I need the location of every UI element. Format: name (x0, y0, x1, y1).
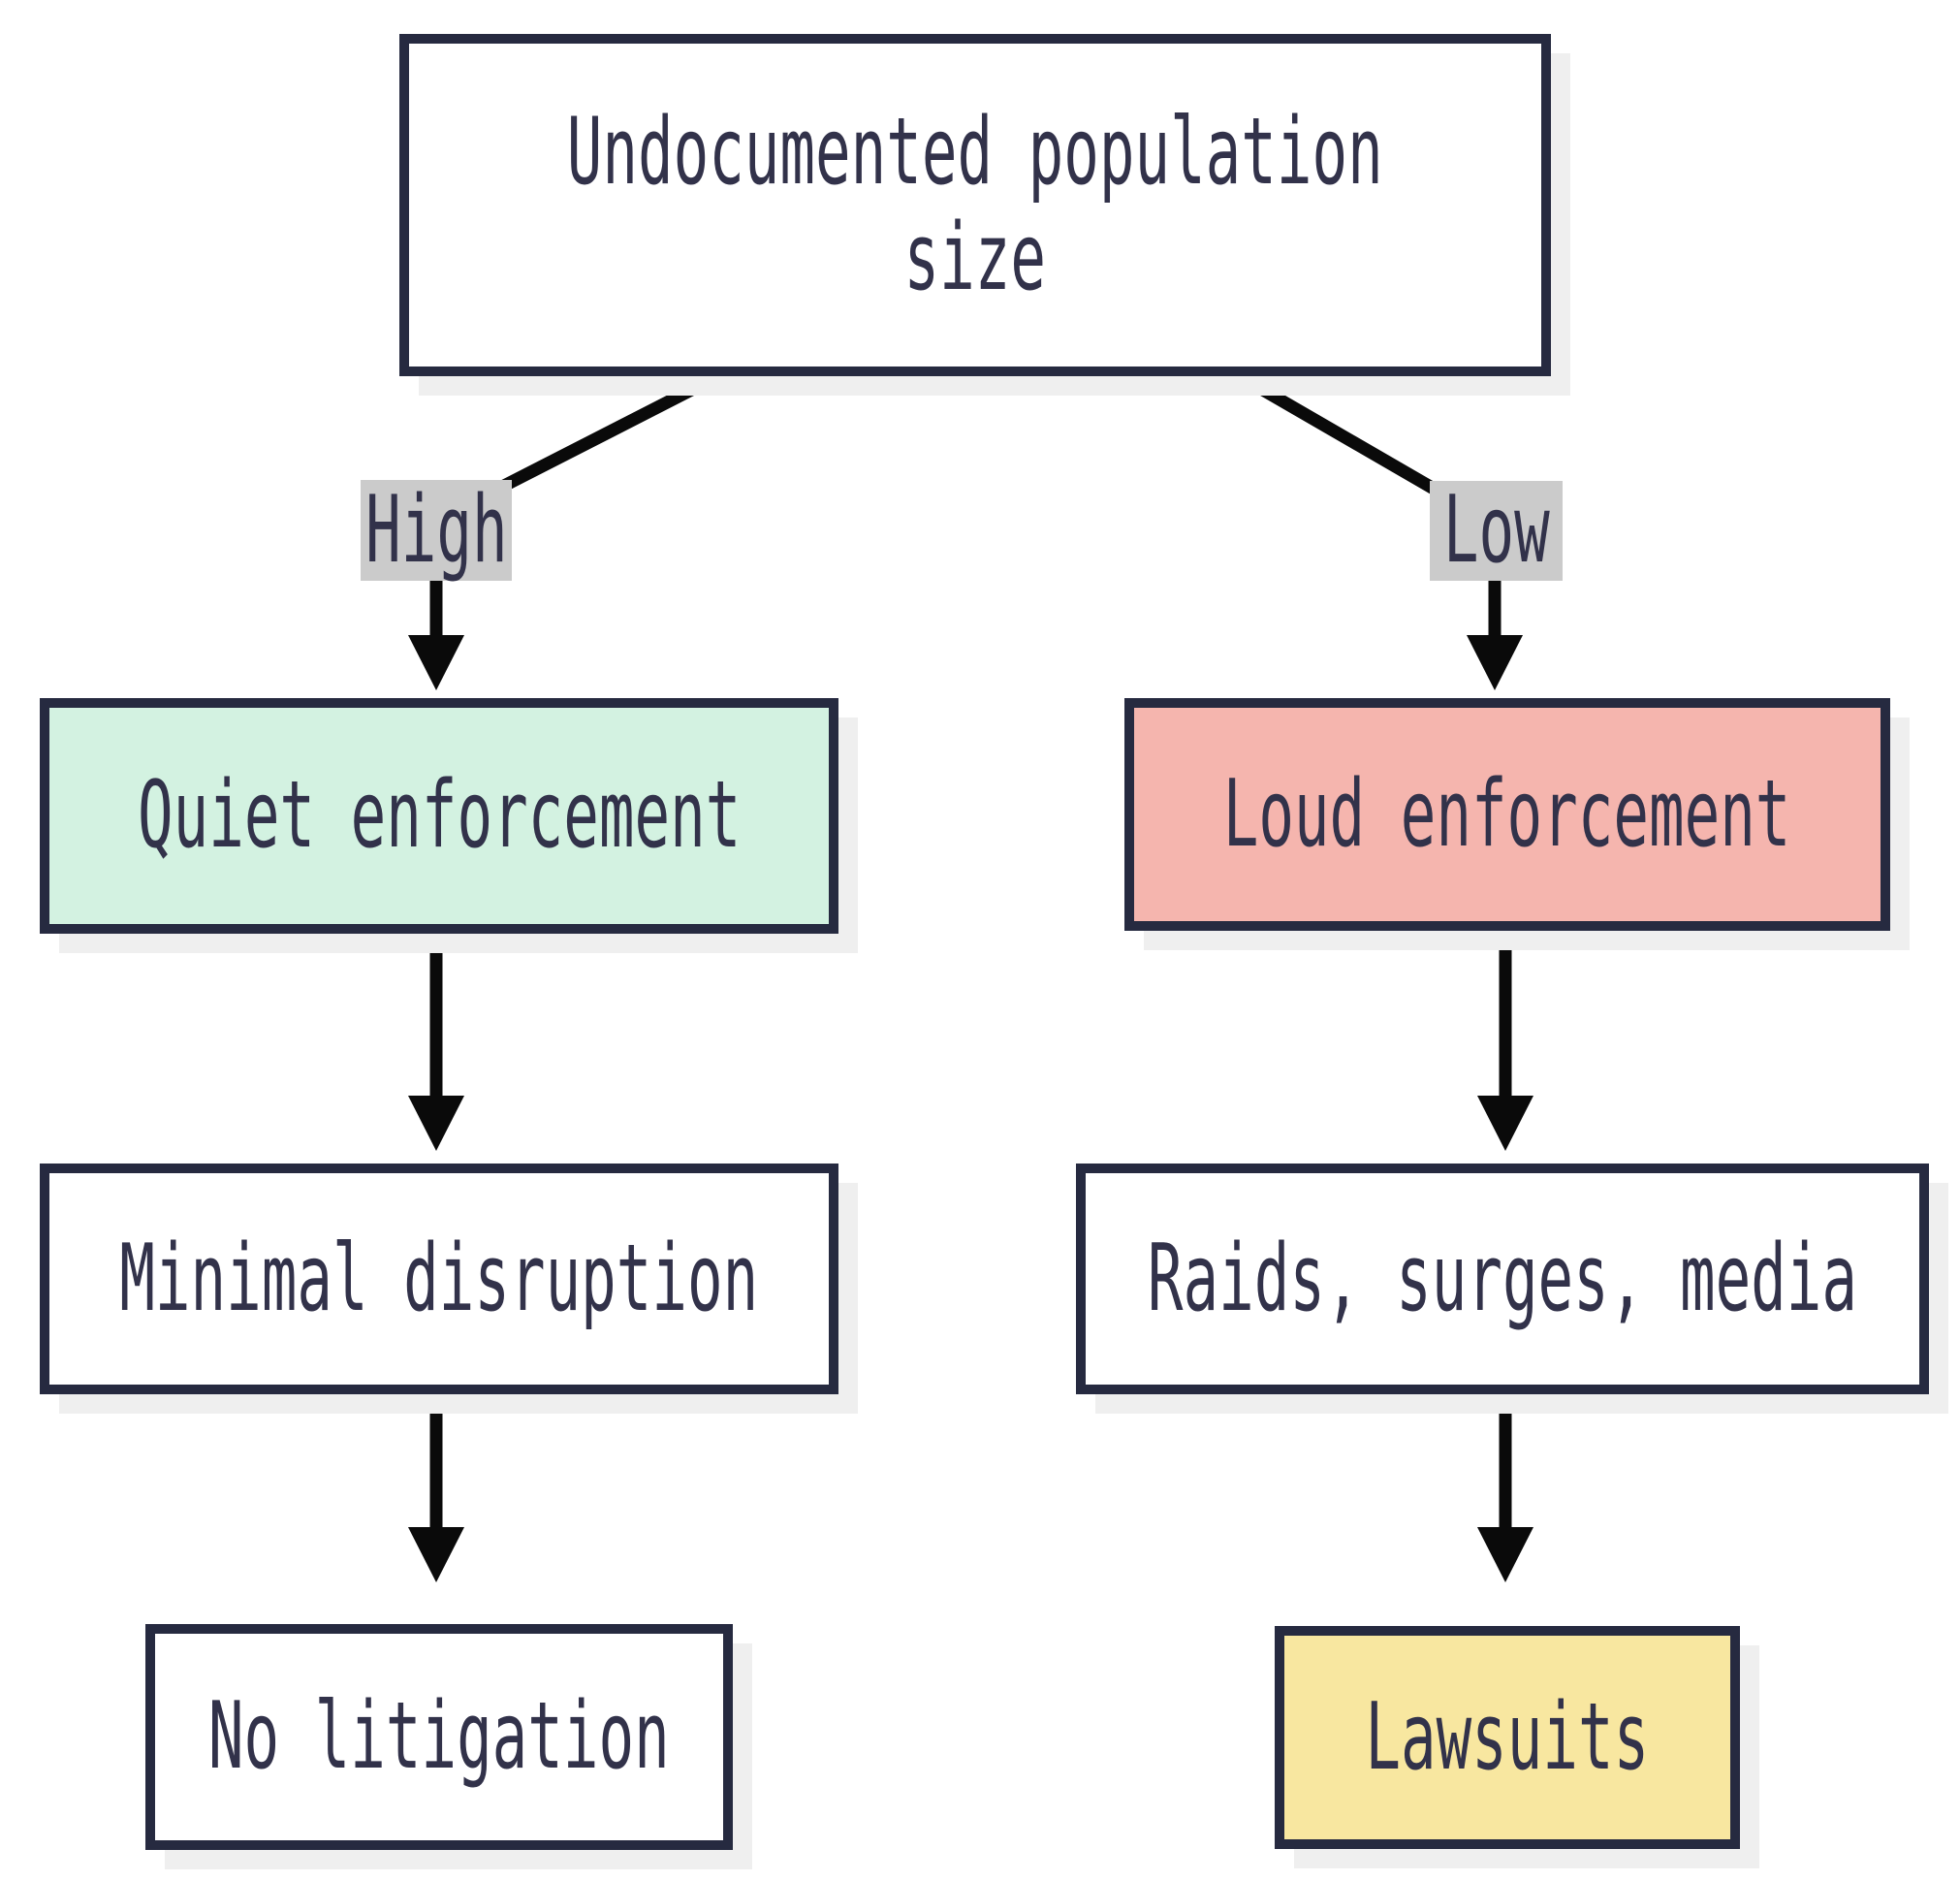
edge-label-high: High (361, 476, 512, 584)
edge-label-text: Low (1442, 477, 1550, 585)
node-label: Undocumented population size (567, 99, 1383, 311)
node-label: Quiet enforcement (137, 762, 742, 870)
node-undocumented-population-size: Undocumented population size (399, 34, 1551, 376)
edge-label-text: High (364, 476, 508, 584)
arrow-loud-to-raids (1477, 929, 1533, 1151)
node-quiet-enforcement: Quiet enforcement (40, 698, 838, 934)
arrow-minimal-to-no-litigation (408, 1394, 464, 1582)
node-loud-enforcement: Loud enforcement (1124, 698, 1890, 931)
node-no-litigation: No litigation (145, 1624, 733, 1850)
node-label: Minimal disruption (119, 1225, 759, 1332)
node-label: Loud enforcement (1223, 760, 1791, 868)
arrow-quiet-to-minimal (408, 934, 464, 1151)
node-minimal-disruption: Minimal disruption (40, 1164, 838, 1394)
node-raids-surges-media: Raids, surges, media (1076, 1164, 1929, 1394)
arrow-raids-to-lawsuits (1477, 1394, 1533, 1582)
node-label: No litigation (208, 1683, 670, 1791)
node-label: Raids, surges, media (1147, 1225, 1858, 1332)
arrow-low-to-loud (1467, 579, 1523, 690)
node-label: Lawsuits (1365, 1683, 1650, 1791)
arrow-high-to-quiet (408, 580, 464, 690)
edge-label-low: Low (1430, 477, 1563, 585)
edge-root-to-high (497, 372, 717, 494)
edge-root-to-low (1239, 372, 1438, 494)
node-lawsuits: Lawsuits (1275, 1626, 1740, 1849)
